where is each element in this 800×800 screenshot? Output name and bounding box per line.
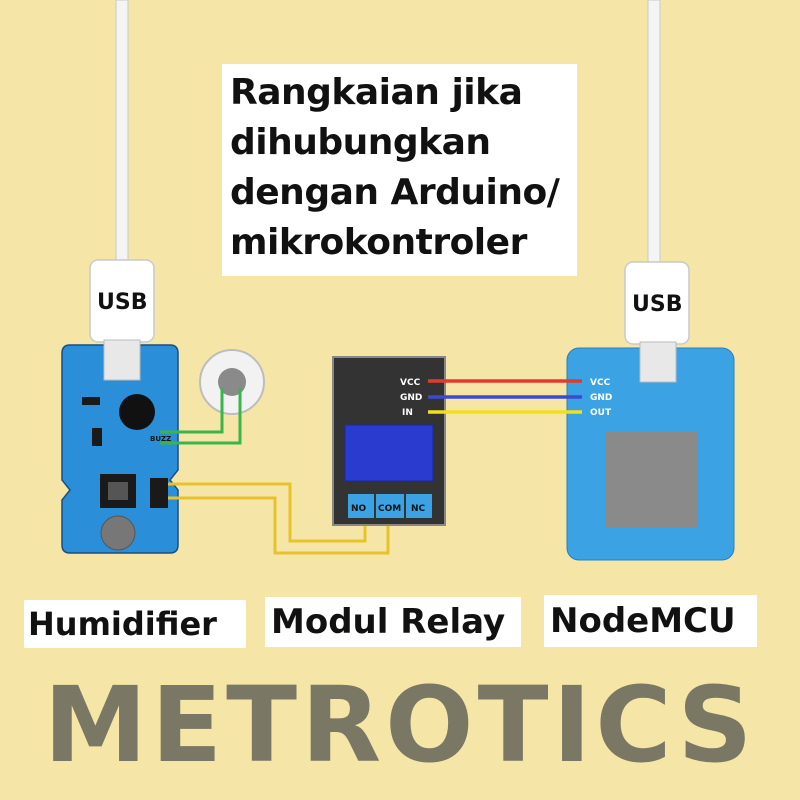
terminal-com bbox=[376, 494, 404, 518]
relay-pin-vcc: VCC bbox=[400, 378, 421, 388]
piezo-disc bbox=[199, 349, 265, 415]
chip-icon bbox=[606, 432, 698, 528]
relay-module bbox=[332, 356, 446, 526]
usb-plug-right bbox=[624, 261, 690, 383]
title-line-3: dengan Arduino/ bbox=[230, 172, 560, 213]
smd-component bbox=[92, 428, 102, 446]
wire-green-2 bbox=[160, 388, 242, 445]
relay-terminal-com: COM bbox=[378, 504, 401, 514]
nodemcu-board bbox=[566, 347, 735, 561]
terminal-no bbox=[348, 494, 374, 518]
relay-label: Modul Relay bbox=[265, 597, 521, 647]
nodemcu-label: NodeMCU bbox=[544, 595, 757, 647]
usb-plug-left bbox=[89, 259, 155, 381]
title-line-4: mikrokontroler bbox=[230, 222, 527, 263]
brand-text: METROTICS bbox=[43, 664, 757, 786]
usb-left-label: USB bbox=[97, 290, 147, 315]
title-line-2: dihubungkan bbox=[230, 122, 491, 163]
relay-block bbox=[344, 424, 434, 482]
usb-cable-left bbox=[115, 0, 129, 263]
nodemcu-pin-gnd: GND bbox=[590, 393, 612, 403]
relay-terminal-no: NO bbox=[351, 504, 367, 514]
usb-right-label: USB bbox=[632, 292, 682, 317]
wire-yellow-1 bbox=[168, 482, 367, 543]
humidifier-board bbox=[61, 344, 179, 554]
mist-disc-icon bbox=[100, 515, 136, 551]
wire-green-1 bbox=[160, 388, 224, 434]
wire-yellow-2 bbox=[168, 496, 390, 555]
title-box: Rangkaian jika dihubungkan dengan Arduin… bbox=[222, 64, 577, 276]
usb-cable-right bbox=[647, 0, 661, 263]
relay-terminal-nc: NC bbox=[411, 504, 426, 514]
connector-icon bbox=[150, 478, 168, 508]
smd-component bbox=[82, 397, 100, 405]
buzzer-icon bbox=[119, 394, 155, 430]
title-line-1: Rangkaian jika bbox=[230, 72, 523, 113]
relay-pin-gnd: GND bbox=[400, 393, 422, 403]
humidifier-label: Humidifier bbox=[24, 600, 246, 648]
nodemcu-pin-out: OUT bbox=[590, 408, 612, 418]
buzz-label: BUZZ bbox=[150, 435, 171, 443]
nodemcu-pin-vcc: VCC bbox=[590, 378, 611, 388]
terminal-nc bbox=[406, 494, 432, 518]
relay-pin-in: IN bbox=[402, 408, 413, 418]
